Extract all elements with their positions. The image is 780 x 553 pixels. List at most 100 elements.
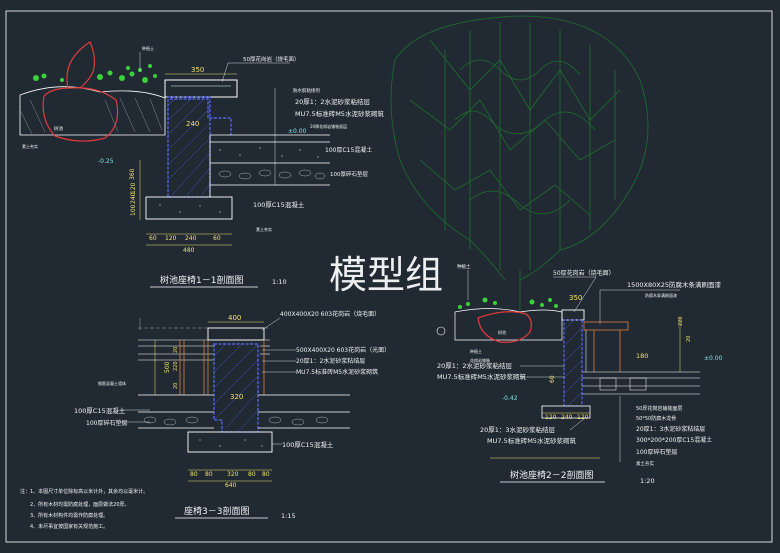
bottom-dim-2-2: 120 xyxy=(577,414,589,421)
root-ball xyxy=(42,87,119,142)
section-2-2: 树池 种植土 种植土 花岗岩铺装 50厚花岗岩（烧毛面） 1500X80X25防… xyxy=(436,263,723,485)
bottom-dim-1-3: 60 xyxy=(213,235,221,242)
left-note-3-1: 100厚碎石垫层 xyxy=(86,419,127,427)
right-note-2-2: 20厚1：3水泥砂浆粘结层 xyxy=(636,425,705,433)
note-line-1: 2、所有木材均需防腐处理，面层做法20厚。 xyxy=(30,501,130,508)
wall-hatch-1 xyxy=(167,96,211,196)
right-dim-2-1: 20 xyxy=(686,336,692,342)
section-marker xyxy=(436,326,446,336)
right-note-2-0: 50厚花岗岩铺装面层 xyxy=(636,405,682,412)
label-plant-2: 种植土 xyxy=(457,263,471,270)
leader-3-0: 400X400X20 603花岗岩（烧毛面） xyxy=(280,310,380,318)
bottom-total-1: 480 xyxy=(183,247,195,254)
side-dim-1-0: 360 xyxy=(129,168,136,180)
note-1-5: 100厚碎石垫层 xyxy=(330,170,368,178)
right-note-2-1: 50*50防腐木龙骨 xyxy=(636,415,676,422)
title-2-2: 树池座椅2－2剖面图 xyxy=(510,469,593,481)
note-base-1: 100厚C15混凝土 xyxy=(253,200,305,209)
scale-2-2: 1:20 xyxy=(640,477,655,485)
elev-zero-2: ±0.00 xyxy=(704,355,723,362)
timber-posts-3 xyxy=(179,340,265,395)
note-base-3: 100厚C15混凝土 xyxy=(282,440,334,449)
bottom-total-3: 640 xyxy=(225,482,237,489)
wall-hatch-2 xyxy=(563,319,583,407)
masonry-wall-2 xyxy=(563,319,583,407)
side-dim-3-1: 220 xyxy=(173,361,179,371)
title-3-3: 座椅3－3剖面图 xyxy=(184,505,249,517)
note-1-0: 防水胶粘接剂 xyxy=(293,87,320,94)
bottom-dim-3-4: 80 xyxy=(262,471,270,478)
concrete-dots-1 xyxy=(219,147,319,158)
base-slab-2 xyxy=(541,405,591,419)
label-tree-1: 树池 xyxy=(54,125,63,132)
tree-elevation xyxy=(390,15,649,310)
label-tree-2: 树池 xyxy=(498,329,506,335)
bottom-dim-2-0: 120 xyxy=(545,414,557,421)
cap-3 xyxy=(207,327,265,341)
dim-500-3: 500 xyxy=(164,361,171,373)
note-1-1: 20厚1：2水泥砂浆粘结层 xyxy=(295,97,371,106)
elev-left-2: -0.42 xyxy=(502,395,518,402)
bottom-dim-1-1: 120 xyxy=(165,235,177,242)
elev-left-1: -0.25 xyxy=(98,158,114,165)
dim-320-3: 320 xyxy=(230,393,243,401)
bottom-dim-2-1: 240 xyxy=(561,414,573,421)
leader-3-3: MU7.5标准砖M5水泥砂浆砌筑 xyxy=(296,368,378,376)
bottom-dim-3-0: 80 xyxy=(190,471,198,478)
section-1-1: 树池 素土夯实 种植土 xyxy=(19,41,384,288)
title-1-1: 树池座椅1－1剖面图 xyxy=(160,274,243,286)
label-stone-2: 花岗岩铺装 xyxy=(470,357,490,363)
leader-bench-2: 1500X80X25防腐木条满刷面漆 xyxy=(627,280,721,289)
leader-top-1: 50厚花岗岩（烧毛面） xyxy=(243,55,300,63)
base-slab-3 xyxy=(187,431,273,453)
bottom-dim-1-0: 60 xyxy=(149,235,157,242)
mid-note-2-1: MU7.5标准砖M5水泥砂浆砌筑 xyxy=(487,436,576,445)
side-dim-3-2: 20 xyxy=(173,383,179,389)
dim-350-2: 350 xyxy=(569,294,582,302)
note-1-3: 20厚花岗岩铺装面层 xyxy=(310,123,347,129)
scale-1-1: 1:10 xyxy=(272,278,287,286)
bottom-dim-1-2: 240 xyxy=(185,235,197,242)
bottom-dim-3-3: 80 xyxy=(248,471,256,478)
section-3-3: 400 400X400X20 603花岗岩（烧毛面） 500X400X20 60… xyxy=(74,310,390,520)
label-planting-1: 种植土 xyxy=(142,45,154,51)
gravel-1 xyxy=(218,169,326,180)
note-soil-1: 素土夯实 xyxy=(256,226,272,232)
right-note-2-4: 100厚碎石垫层 xyxy=(636,448,677,456)
label-soil-2: 种植土 xyxy=(470,348,482,354)
planting-symbols xyxy=(33,64,157,83)
masonry-wall-3 xyxy=(213,343,259,433)
note-line-2: 3、所有木材构件均需作防腐处理。 xyxy=(30,512,108,519)
left-note-2-1: MU7.5标准砖M5水泥砂浆砌筑 xyxy=(437,372,526,381)
dim-180-2: 180 xyxy=(636,352,648,360)
bench-timber-2 xyxy=(583,321,629,331)
gravel-3 xyxy=(143,416,329,426)
root-ball-2 xyxy=(477,311,532,343)
cap-2 xyxy=(561,309,585,321)
elev-zero-1: ±0.00 xyxy=(288,128,307,135)
watermark: 模型组 xyxy=(329,253,443,297)
mid-note-2-0: 20厚1：3水泥砂浆粘结层 xyxy=(480,425,556,434)
bottom-dim-3-2: 320 xyxy=(227,471,239,478)
right-dim-2-0: 220 xyxy=(678,316,684,326)
leader-top-2: 50厚花岗岩（烧毛面） xyxy=(553,269,615,277)
dim-60-2: 60 xyxy=(549,375,556,383)
side-dim-1-1: 120 xyxy=(130,182,137,194)
note-1-4: 100厚C15混凝土 xyxy=(325,146,372,154)
wall-hatch-3 xyxy=(213,343,259,433)
dim-top-3: 400 xyxy=(228,314,241,322)
planting-symbols-2 xyxy=(458,297,558,309)
note-1-2: MU7.5标准砖M5水泥砂浆砌筑 xyxy=(295,109,384,118)
side-dim-1-3: 100 xyxy=(130,204,137,216)
label-plain-1: 素土夯实 xyxy=(22,143,38,149)
scale-3-3: 1:15 xyxy=(281,512,296,520)
right-note-2-3: 300*200*200厚C15混凝土 xyxy=(636,436,712,444)
right-note-2-5: 素土夯实 xyxy=(636,460,654,467)
bench-cap-1 xyxy=(164,79,238,98)
note-line-0: 注：1、本图尺寸单位除标高以米计外，其余均以毫米计。 xyxy=(20,488,148,495)
note-line-3: 4、未尽事宜按国家有关规范施工。 xyxy=(30,523,108,530)
left-note-2-0: 20厚1：2水泥砂浆粘结层 xyxy=(437,361,513,370)
leader-3-2: 20厚1：2水泥砂浆粘结层 xyxy=(296,357,365,365)
